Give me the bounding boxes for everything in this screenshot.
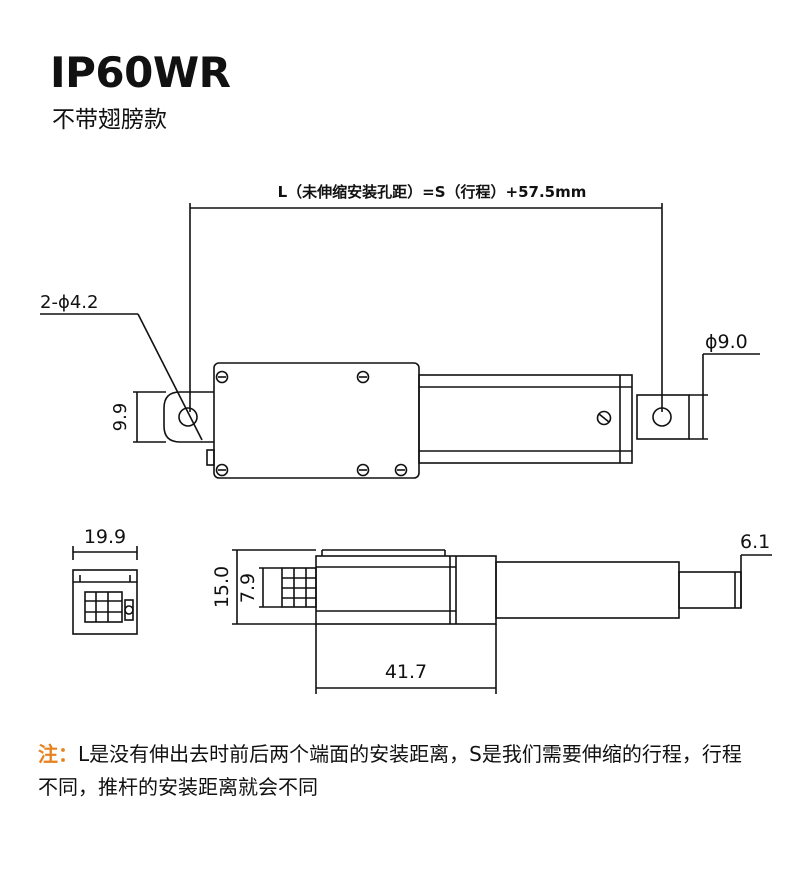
- length-dimension: L（未伸缩安装孔距）=S（行程）+57.5mm: [189, 183, 663, 412]
- housing-screws: [215, 370, 408, 477]
- outer-tube: [418, 374, 633, 464]
- end-view: 19.9: [72, 526, 138, 635]
- rod-end-hole: [652, 407, 672, 427]
- rod-end-label: 6.1: [740, 531, 770, 553]
- left-mount-bracket: [163, 391, 214, 443]
- motor-housing: [213, 362, 420, 479]
- explanatory-note: 注：L是没有伸出去时前后两个端面的安装距离，S是我们需要伸缩的行程，行程不同，推…: [38, 738, 758, 804]
- product-subtitle: 不带翅膀款: [52, 107, 167, 133]
- bracket-height-label: 9.9: [110, 403, 131, 432]
- rod-diameter-label: ϕ9.0: [705, 331, 748, 353]
- left-mount-hole: [178, 407, 198, 427]
- hole-spec-label: 2-ϕ4.2: [40, 292, 98, 313]
- side-inner-height-label: 7.9: [237, 573, 259, 603]
- housing-tab: [206, 449, 215, 466]
- end-view-body: [72, 569, 138, 635]
- hole-spec-leader: 2-ϕ4.2: [40, 292, 203, 441]
- product-title: IP60WR: [50, 48, 231, 97]
- side-rod: [678, 571, 742, 609]
- side-tube: [495, 561, 680, 619]
- bracket-height-dimension: 9.9: [110, 391, 166, 443]
- side-height-label: 15.0: [211, 566, 233, 608]
- length-formula-label: L（未伸缩安装孔距）=S（行程）+57.5mm: [278, 183, 587, 201]
- body-length-label: 41.7: [385, 661, 427, 683]
- end-view-width-label: 19.9: [84, 526, 126, 548]
- side-view: 15.0 7.9 6.1 41.7: [211, 531, 772, 694]
- rod-end: [636, 394, 690, 440]
- note-label: 注：: [38, 742, 78, 766]
- end-view-connector: [84, 591, 123, 623]
- top-view: L（未伸缩安装孔距）=S（行程）+57.5mm: [40, 183, 760, 479]
- note-text: L是没有伸出去时前后两个端面的安装距离，S是我们需要伸缩的行程，行程不同，推杆的…: [38, 742, 742, 799]
- rod-diameter-dimension: ϕ9.0: [689, 331, 760, 440]
